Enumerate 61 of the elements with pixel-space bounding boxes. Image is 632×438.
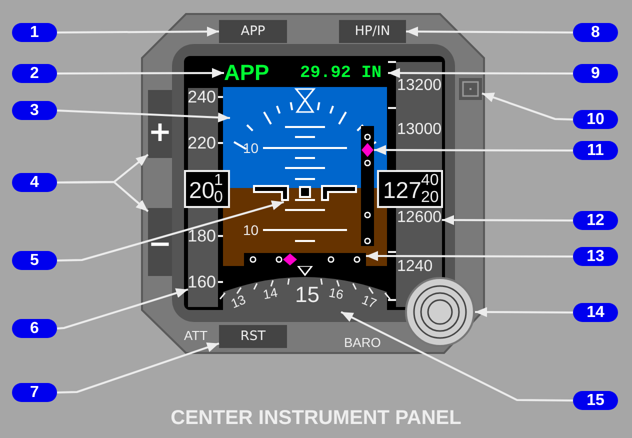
panel-label: BARO — [344, 336, 381, 349]
callout-number: 3 — [12, 101, 57, 120]
leader-line — [57, 26, 219, 37]
readout-digits: 1 — [214, 173, 223, 189]
leader-line — [56, 200, 284, 262]
tape-value: 180 — [188, 228, 216, 244]
leader-line — [475, 307, 573, 318]
plus-button: + — [148, 90, 172, 158]
pitch-value: 10 — [243, 223, 259, 237]
panel-button: HP/IN — [339, 20, 406, 43]
callout-number: 14 — [573, 303, 618, 322]
square-indicator — [459, 78, 482, 100]
minus-button: − — [148, 208, 172, 276]
leader-line — [374, 145, 573, 156]
leader-line — [406, 26, 573, 37]
display-annunciation: APP — [224, 61, 270, 85]
callout-number: 6 — [12, 319, 57, 338]
leader-line — [56, 342, 220, 394]
callout-number: 11 — [573, 141, 618, 160]
callout-number: 2 — [12, 64, 57, 83]
callout-number: 1 — [12, 23, 57, 42]
leader-line — [442, 215, 573, 226]
readout-digits: 20 — [421, 190, 439, 206]
leader-line — [57, 181, 149, 212]
readout-digits: 0 — [214, 190, 223, 206]
leader-line — [56, 288, 188, 330]
tape-value: 240 — [188, 88, 216, 106]
tape-value: 13200 — [397, 78, 442, 94]
callout-number: 4 — [12, 173, 57, 192]
tape-value: 220 — [188, 134, 216, 152]
readout-digits: 40 — [421, 173, 439, 189]
panel-button: APP — [219, 20, 287, 43]
tape-value: 1240 — [397, 259, 433, 275]
callout-number: 9 — [573, 64, 618, 83]
leader-line — [340, 311, 573, 402]
callout-number: 13 — [573, 247, 618, 266]
readout-digits: 20 — [189, 179, 215, 202]
aircraft-symbol — [252, 184, 358, 202]
tape-value: 160 — [188, 274, 216, 290]
panel-label: ATT — [184, 329, 208, 342]
panel-caption: CENTER INSTRUMENT PANEL — [170, 407, 462, 430]
rotary-knob — [405, 277, 475, 347]
callout-number: 8 — [573, 23, 618, 42]
callout-number: 15 — [573, 391, 618, 410]
callout-number: 5 — [12, 251, 57, 270]
vertical-deviation-scale — [361, 126, 374, 246]
callout-number: 7 — [12, 383, 57, 402]
display-annunciation: 29.92 IN — [300, 62, 388, 84]
leader-line — [57, 68, 224, 78]
tape-value: 13000 — [397, 122, 442, 138]
tape-value: 12600 — [397, 210, 442, 226]
leader-line — [56, 110, 230, 122]
callout-number: 10 — [573, 110, 618, 129]
readout-digits: 127 — [383, 179, 422, 202]
pitch-value: 10 — [243, 141, 259, 155]
callout-number: 12 — [573, 211, 618, 230]
leader-line — [366, 251, 573, 262]
leader-line — [388, 68, 573, 78]
leader-line — [482, 92, 574, 120]
lateral-deviation-scale — [244, 253, 366, 266]
panel-button: RST — [219, 325, 287, 348]
